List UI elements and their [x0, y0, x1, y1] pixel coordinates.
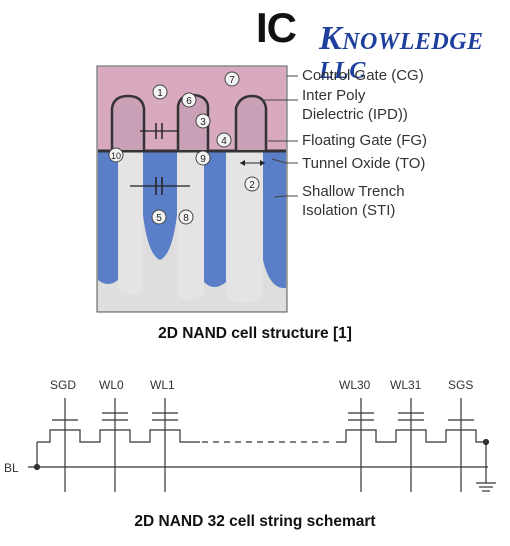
callout-shallow-trench: Shallow Trench	[302, 183, 405, 200]
logo-k: K	[319, 20, 343, 57]
marker-6: 6	[186, 96, 192, 107]
logo-rest: NOWLEDGE LLC	[319, 29, 484, 84]
marker-circles	[108, 71, 260, 225]
marker-2: 2	[249, 180, 255, 191]
label-wl30: WL30	[339, 378, 371, 392]
floating-gate-1	[110, 94, 146, 150]
si-fin-1	[118, 151, 143, 295]
marker-labels: 1 2 3 4 5 6 7 8 9 10	[111, 75, 255, 224]
sti-trench-center	[143, 151, 177, 260]
marker-9: 9	[200, 154, 206, 165]
callout-control-gate: Control Gate (CG)	[302, 67, 424, 84]
si-fin-2	[177, 151, 204, 300]
sti-trench-left	[98, 151, 118, 284]
label-wl1: WL1	[150, 378, 175, 392]
logo-knowledge: KNOWLEDGE LLC	[319, 20, 506, 85]
marker-7: 7	[229, 75, 235, 86]
sti-trench-right	[263, 151, 286, 289]
schematic-caption: 2D NAND 32 cell string schemart	[134, 513, 376, 530]
callout-isolation: Isolation (STI)	[302, 202, 396, 219]
si-fin-3	[226, 151, 263, 303]
floating-gate-3	[234, 94, 268, 150]
label-wl0: WL0	[99, 378, 124, 392]
nand-string-schematic	[28, 398, 496, 492]
marker-10: 10	[111, 151, 121, 161]
label-sgs: SGS	[448, 378, 474, 392]
marker-8: 8	[183, 213, 189, 224]
label-wl31: WL31	[390, 378, 422, 392]
callout-ipd: Dielectric (IPD))	[302, 106, 408, 123]
callout-leaders	[262, 75, 298, 198]
marker-4: 4	[221, 136, 227, 147]
marker-1: 1	[157, 88, 163, 99]
label-sgd: SGD	[50, 378, 77, 392]
ic-knowledge-logo: IC KNOWLEDGE LLC	[256, 4, 506, 84]
label-bl: BL	[4, 461, 19, 475]
structure-caption: 2D NAND cell structure [1]	[158, 325, 352, 342]
logo-ic: IC	[256, 4, 297, 51]
sti-trench-right-inner	[204, 151, 226, 287]
callout-tunnel-oxide: Tunnel Oxide (TO)	[302, 155, 426, 172]
marker-3: 3	[200, 117, 206, 128]
nand-cross-section: 1 2 3 4 5 6 7 8 9 10	[96, 65, 298, 313]
callout-floating-gate: Floating Gate (FG)	[302, 132, 428, 149]
marker-5: 5	[156, 213, 162, 224]
callout-inter-poly: Inter Poly	[302, 87, 366, 104]
